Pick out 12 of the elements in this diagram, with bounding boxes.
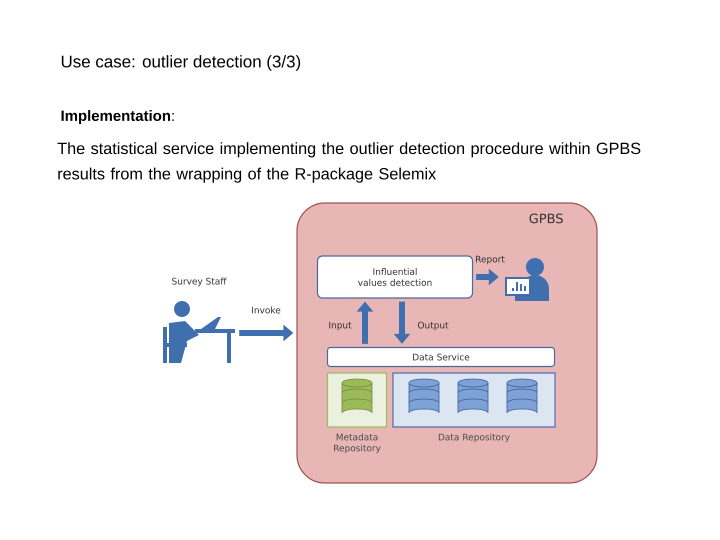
heading: Implementation:: [62, 110, 174, 124]
node-label: Metadata Repository: [334, 434, 381, 454]
slide-title: Use case: outlier detection (3/3): [62, 55, 300, 71]
edge-label: Output: [418, 322, 448, 330]
process-box: Data Service: [326, 346, 556, 368]
edge-label: Input: [329, 322, 352, 330]
process-box: Influential values detection: [316, 255, 474, 299]
edge-label: Invoke: [252, 306, 280, 314]
user-at-computer-icon: [505, 258, 549, 301]
node-label: Data Repository: [438, 434, 510, 442]
body-text: The statistical service implementing the outlier detection procedure within GPBS results from the wrapping of the R-package Selemix: [58, 142, 640, 183]
edge-label: Report: [476, 256, 505, 264]
